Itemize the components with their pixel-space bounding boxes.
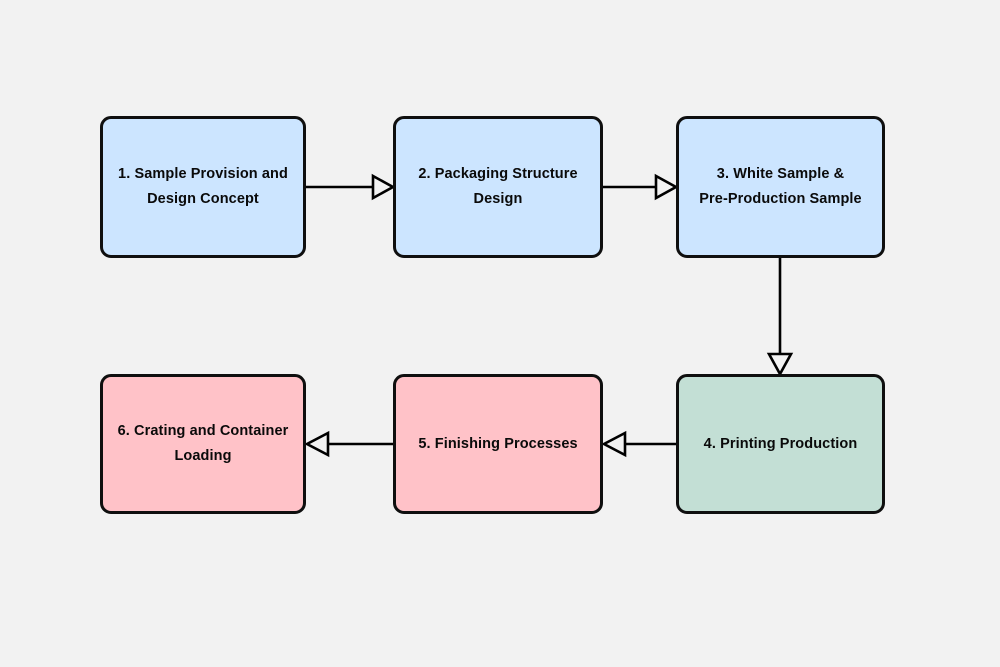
node-step-5-label: 5. Finishing Processes <box>418 435 578 452</box>
node-step-5[interactable]: 5. Finishing Processes <box>393 374 603 514</box>
edge-step4-to-step5 <box>601 430 676 458</box>
node-step-6-label: 6. Crating and Container Loading <box>117 423 289 464</box>
node-step-1-label: 1. Sample Provision and Design Concept <box>118 166 288 207</box>
edge-step1-to-step2 <box>306 173 396 201</box>
node-step-2-label: 2. Packaging Structure Design <box>418 166 578 207</box>
edge-step5-to-step6 <box>304 430 393 458</box>
node-step-2[interactable]: 2. Packaging Structure Design <box>393 116 603 258</box>
node-step-4-label: 4. Printing Production <box>703 435 858 452</box>
node-step-3[interactable]: 3. White Sample & Pre-Production Sample <box>676 116 885 258</box>
node-step-4[interactable]: 4. Printing Production <box>676 374 885 514</box>
node-step-6[interactable]: 6. Crating and Container Loading <box>100 374 306 514</box>
edge-step2-to-step3 <box>603 173 679 201</box>
edge-step3-to-step4 <box>766 258 794 377</box>
node-step-1[interactable]: 1. Sample Provision and Design Concept <box>100 116 306 258</box>
node-step-3-label: 3. White Sample & Pre-Production Sample <box>699 166 862 207</box>
